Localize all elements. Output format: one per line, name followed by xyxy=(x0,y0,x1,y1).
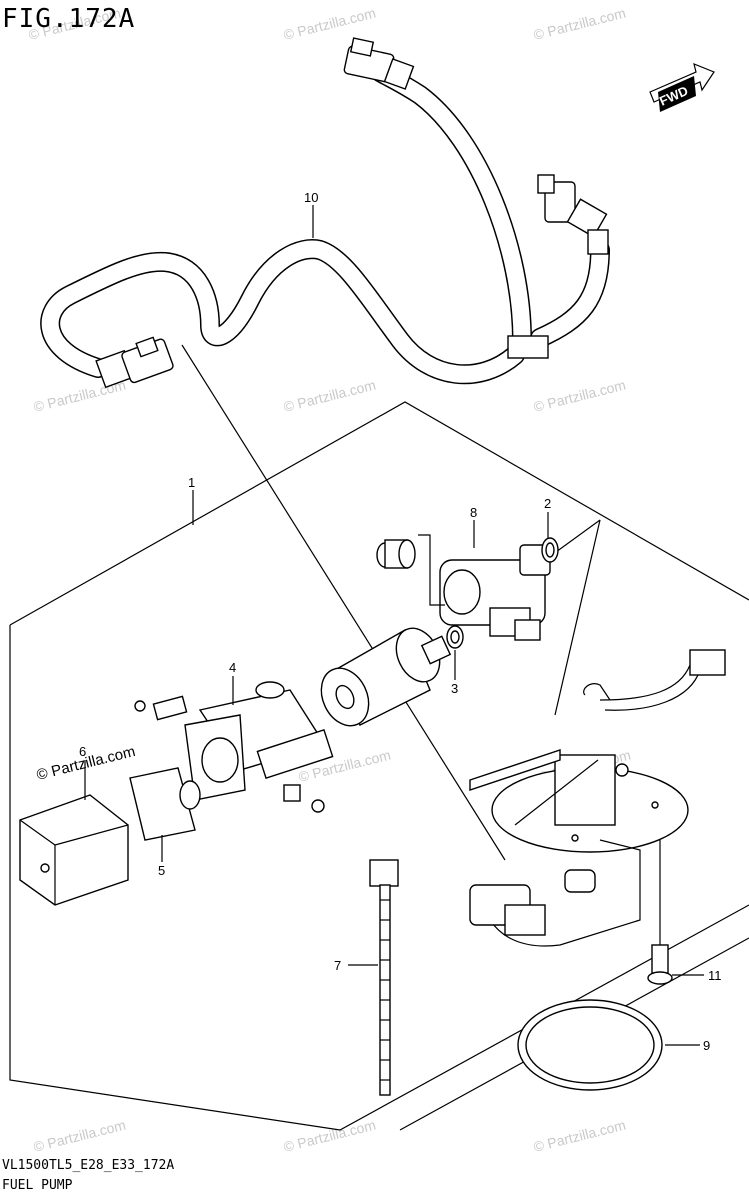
callout-labels: 1 2 3 4 5 6 7 8 9 10 11 xyxy=(79,190,722,1053)
hose-t-joint xyxy=(507,335,549,359)
callout-9: 9 xyxy=(703,1038,710,1053)
fuel-filter-plate xyxy=(129,767,201,841)
callout-7: 7 xyxy=(334,958,341,973)
pump-assembly-outline xyxy=(9,344,749,1131)
fuel-hose-assembly xyxy=(40,37,610,389)
fwd-arrow-icon: FWD xyxy=(649,63,715,112)
watermark: © Partzilla.com xyxy=(282,5,377,43)
hose-connector-left xyxy=(95,336,174,389)
callout-1: 1 xyxy=(188,475,195,490)
callout-5: 5 xyxy=(158,863,165,878)
pump-filter-housing xyxy=(184,681,334,801)
fuel-pump-motor xyxy=(320,627,452,727)
leader-lines xyxy=(84,205,704,1046)
watermark: © Partzilla.com xyxy=(32,1117,127,1155)
tank-gasket xyxy=(517,999,663,1091)
watermark: © Partzilla.com xyxy=(282,1117,377,1155)
callout-8: 8 xyxy=(470,505,477,520)
watermark: © Partzilla.com xyxy=(532,377,627,415)
o-ring-small-upper-inner xyxy=(545,542,555,558)
pump-bracket xyxy=(134,695,325,813)
watermark: © Partzilla.com xyxy=(282,377,377,415)
o-ring-small-lower-inner xyxy=(450,630,460,644)
callout-11: 11 xyxy=(708,968,722,983)
watermark: © Partzilla.com xyxy=(532,5,627,43)
callout-2: 2 xyxy=(544,496,551,511)
cable-tie xyxy=(369,859,399,1096)
hose-connector-right xyxy=(537,174,609,255)
watermark: © Partzilla.com xyxy=(532,1117,627,1155)
figure-model-code: VL1500TL5_E28_E33_172A xyxy=(2,1158,175,1173)
fitting-nipple xyxy=(376,539,416,569)
figure-name: FUEL PUMP xyxy=(2,1178,73,1193)
figure-title: FIG.172A xyxy=(2,4,136,34)
callout-3: 3 xyxy=(451,681,458,696)
pressure-regulator xyxy=(376,534,551,641)
callout-6: 6 xyxy=(79,744,86,759)
mounting-bolt xyxy=(647,840,673,985)
hose-connector-top xyxy=(343,37,415,90)
pump-cover xyxy=(19,794,129,906)
callout-4: 4 xyxy=(229,660,236,675)
pump-mounting-plate xyxy=(469,649,726,947)
callout-10: 10 xyxy=(304,190,318,205)
